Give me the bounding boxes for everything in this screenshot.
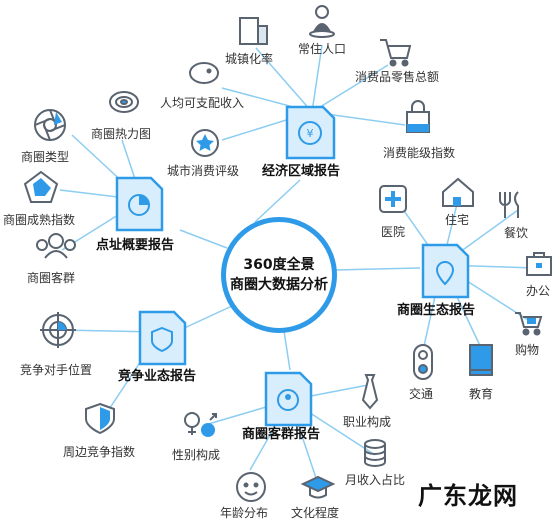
cutlery-icon <box>499 191 519 218</box>
economy-item-label: 消费能级指数 <box>383 146 456 160</box>
document-icon <box>115 176 164 232</box>
building-icon <box>239 17 268 45</box>
shopping-bag-icon <box>406 100 430 133</box>
ecology-item-label: 教育 <box>469 387 494 401</box>
shield-icon <box>85 402 115 435</box>
competition-item-label: 竞争对手位置 <box>20 363 93 377</box>
ecology-item-label: 医院 <box>381 225 406 239</box>
book-icon <box>469 344 493 376</box>
customer-item-label: 年龄分布 <box>220 506 269 520</box>
hub-site-label: 点址概要报告 <box>96 238 175 253</box>
ecology-item-label: 交通 <box>409 387 434 401</box>
hub-customers-label: 商圈客群报告 <box>242 427 321 442</box>
ecology-item-label: 餐饮 <box>504 226 529 240</box>
site-item-label: 商圈成熟指数 <box>3 213 76 227</box>
competition-item-label: 周边竞争指数 <box>63 445 136 459</box>
star-badge-icon <box>191 129 219 157</box>
people-group-icon <box>36 233 76 259</box>
traffic-light-icon <box>413 344 433 380</box>
document-icon <box>421 243 470 299</box>
ecology-item-label: 住宅 <box>445 213 470 227</box>
hospital-icon <box>379 185 407 213</box>
customer-item-label: 性别构成 <box>172 448 221 462</box>
center-circle: 360度全景 商圈大数据分析 <box>221 217 337 333</box>
ecology-item-label: 购物 <box>515 343 540 357</box>
necktie-icon <box>361 374 379 410</box>
shopping-cart-icon <box>380 39 412 67</box>
heatmap-icon <box>109 91 139 113</box>
document-icon <box>264 371 313 427</box>
face-icon <box>236 472 266 502</box>
document-icon <box>138 310 187 366</box>
site-item-label: 商圈客群 <box>27 271 76 285</box>
ecology-item-label: 办公 <box>526 284 551 298</box>
coin-stack-icon <box>364 439 386 467</box>
economy-item-label: 人均可支配收入 <box>160 96 245 110</box>
graduation-cap-icon <box>300 475 336 499</box>
person-pin-icon <box>309 5 335 38</box>
economy-item-label: 城市消费评级 <box>167 164 240 178</box>
target-icon <box>40 312 76 348</box>
piggy-bank-icon <box>189 62 219 84</box>
hub-economy-label: 经济区域报告 <box>262 164 341 179</box>
briefcase-icon <box>526 252 552 276</box>
center-title-line1: 360度全景 <box>243 257 315 273</box>
economy-item-label: 消费品零售总额 <box>355 70 440 84</box>
site-item-label: 商圈热力图 <box>91 127 152 141</box>
watermark: 广东龙网 <box>418 481 518 510</box>
house-icon <box>442 177 474 207</box>
radar-chart-icon <box>23 170 59 203</box>
aperture-icon <box>34 109 66 141</box>
customer-item-label: 职业构成 <box>343 415 392 429</box>
economy-item-label: 常住人口 <box>298 42 347 56</box>
shopping-cart-icon <box>515 312 543 336</box>
hub-ecology-label: 商圈生态报告 <box>397 303 476 318</box>
document-icon: ¥ <box>285 105 336 160</box>
gender-icon <box>184 412 217 437</box>
center-title-line2: 商圈大数据分析 <box>230 277 328 293</box>
economy-item-label: 城镇化率 <box>225 52 274 66</box>
site-item-label: 商圈类型 <box>21 150 70 164</box>
customer-item-label: 文化程度 <box>291 506 340 520</box>
hub-competition-label: 竞争业态报告 <box>118 369 197 384</box>
customer-item-label: 月收入占比 <box>345 473 406 487</box>
svg-text:¥: ¥ <box>307 127 314 140</box>
